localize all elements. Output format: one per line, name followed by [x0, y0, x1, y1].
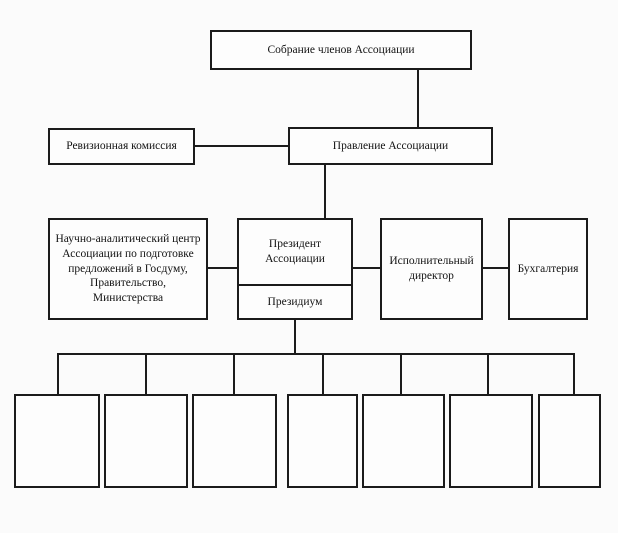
connector-drop-5 — [400, 353, 402, 394]
node-unit-3[interactable] — [192, 394, 277, 488]
node-accounting-label: Бухгалтерия — [517, 262, 579, 275]
connector-drop-2 — [145, 353, 147, 394]
connector-research-to-president — [208, 267, 237, 269]
node-president[interactable]: Президент Ассоциации — [239, 220, 351, 286]
connector-executive-to-accounting — [483, 267, 508, 269]
connector-audit-to-board — [195, 145, 288, 147]
node-president-label: Президент Ассоциации — [265, 238, 325, 265]
node-unit-5[interactable] — [362, 394, 445, 488]
connector-board-to-president — [324, 165, 326, 218]
connector-drop-3 — [233, 353, 235, 394]
node-unit-2[interactable] — [104, 394, 188, 488]
node-board-label: Правление Ассоциации — [332, 139, 449, 152]
connector-drop-1 — [57, 353, 59, 394]
node-unit-1[interactable] — [14, 394, 100, 488]
node-unit-7[interactable] — [538, 394, 601, 488]
connector-bus-line — [57, 353, 575, 355]
connector-assembly-to-board — [417, 70, 419, 127]
node-executive-director[interactable]: Исполнительный директор — [380, 218, 483, 320]
node-unit-6[interactable] — [449, 394, 533, 488]
node-accounting[interactable]: Бухгалтерия — [508, 218, 588, 320]
node-presidium-label: Президиум — [267, 295, 323, 308]
node-research-center[interactable]: Научно-аналитический центр Ассоциации по… — [48, 218, 208, 320]
node-audit-commission[interactable]: Ревизионная комиссия — [48, 128, 195, 165]
node-executive-director-label: Исполнительный директор — [389, 255, 474, 282]
node-general-assembly-label: Собрание членов Ассоциации — [267, 43, 415, 56]
connector-presidium-to-bus — [294, 320, 296, 354]
connector-drop-6 — [487, 353, 489, 394]
connector-president-to-executive — [353, 267, 380, 269]
node-president-presidium-group: Президент Ассоциации Президиум — [237, 218, 353, 320]
node-general-assembly[interactable]: Собрание членов Ассоциации — [210, 30, 472, 70]
node-audit-commission-label: Ревизионная комиссия — [66, 140, 177, 153]
connector-drop-4 — [322, 353, 324, 394]
node-presidium[interactable]: Президиум — [239, 286, 351, 318]
node-board[interactable]: Правление Ассоциации — [288, 127, 493, 165]
connector-drop-7 — [573, 353, 575, 394]
node-unit-4[interactable] — [287, 394, 358, 488]
node-research-center-label: Научно-аналитический центр Ассоциации по… — [55, 233, 201, 305]
